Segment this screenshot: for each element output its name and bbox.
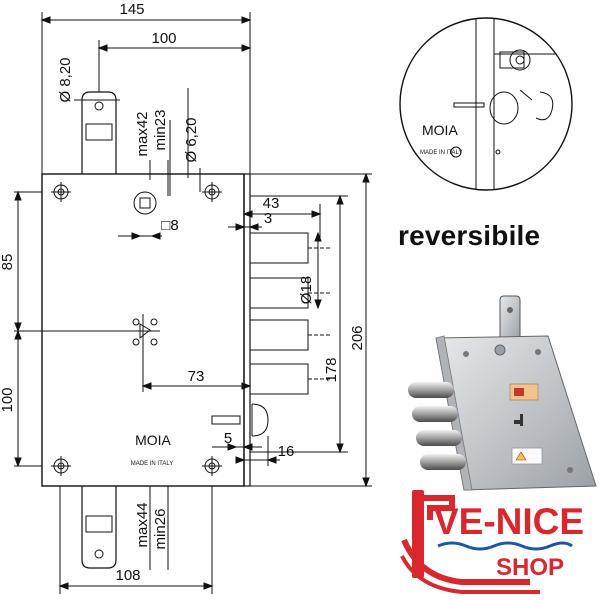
made-in-label: MADE IN ITALY <box>131 461 173 467</box>
screw-top-right <box>202 182 222 202</box>
bolt-4 <box>249 363 330 395</box>
dim-73: 73 <box>188 368 205 385</box>
spindle-hole <box>133 191 157 215</box>
brand-label: MOIA <box>135 432 171 448</box>
screw-top-left <box>51 182 71 202</box>
top-tab-slot <box>85 123 113 141</box>
dim-100-top: 100 <box>151 30 176 47</box>
product-bolts <box>408 382 466 470</box>
bottom-tab-hole <box>94 549 104 559</box>
inset-made-in-label: MADE IN ITALY <box>420 150 462 156</box>
dim-square-8: □8 <box>161 217 178 234</box>
dim-108: 108 <box>115 567 140 584</box>
dim-dia-8-20: Ø 8,20 <box>57 57 74 102</box>
inset-brand-label: MOIA <box>422 122 458 138</box>
dim-dia-6-20: Ø 6,20 <box>183 117 200 162</box>
screw-bottom-left <box>51 456 71 476</box>
inset-detail: MOIA MADE IN ITALY <box>399 17 573 191</box>
dim-3: 3 <box>264 210 272 227</box>
dim-5: 5 <box>224 430 232 447</box>
bottom-tab-slot <box>85 515 113 533</box>
dim-43: 43 <box>263 195 280 212</box>
dim-100-left: 100 <box>0 387 16 412</box>
top-tab-hole <box>94 101 104 111</box>
dim-16: 16 <box>278 443 295 460</box>
venice-shop-logo: VE-NICE SHOP <box>400 490 584 594</box>
logo-main-text: VE-NICE <box>434 501 584 542</box>
bolt-2 <box>249 277 330 309</box>
dim-178: 178 <box>323 357 340 382</box>
lock-drawing <box>14 12 372 594</box>
dim-min26: min26 <box>152 509 169 550</box>
dim-max44: max44 <box>134 502 151 547</box>
top-tab <box>81 91 117 174</box>
faceplate <box>243 173 251 487</box>
logo-sub-text: SHOP <box>496 554 564 581</box>
lock-product-illustration <box>408 295 597 491</box>
screw-bottom-right <box>202 456 222 476</box>
latch <box>211 403 269 437</box>
reversibile-label: reversibile <box>398 220 541 251</box>
dim-min23: min23 <box>152 110 169 151</box>
cylinder-center <box>124 314 160 350</box>
dim-145: 145 <box>119 1 144 18</box>
bolt-1 <box>249 232 330 264</box>
dim-dia-18: Ø18 <box>298 276 315 304</box>
bottom-tab <box>81 486 117 569</box>
dim-max42: max42 <box>134 111 151 156</box>
dim-206: 206 <box>349 325 366 350</box>
bolt-3 <box>249 319 330 351</box>
dim-85: 85 <box>0 254 16 271</box>
